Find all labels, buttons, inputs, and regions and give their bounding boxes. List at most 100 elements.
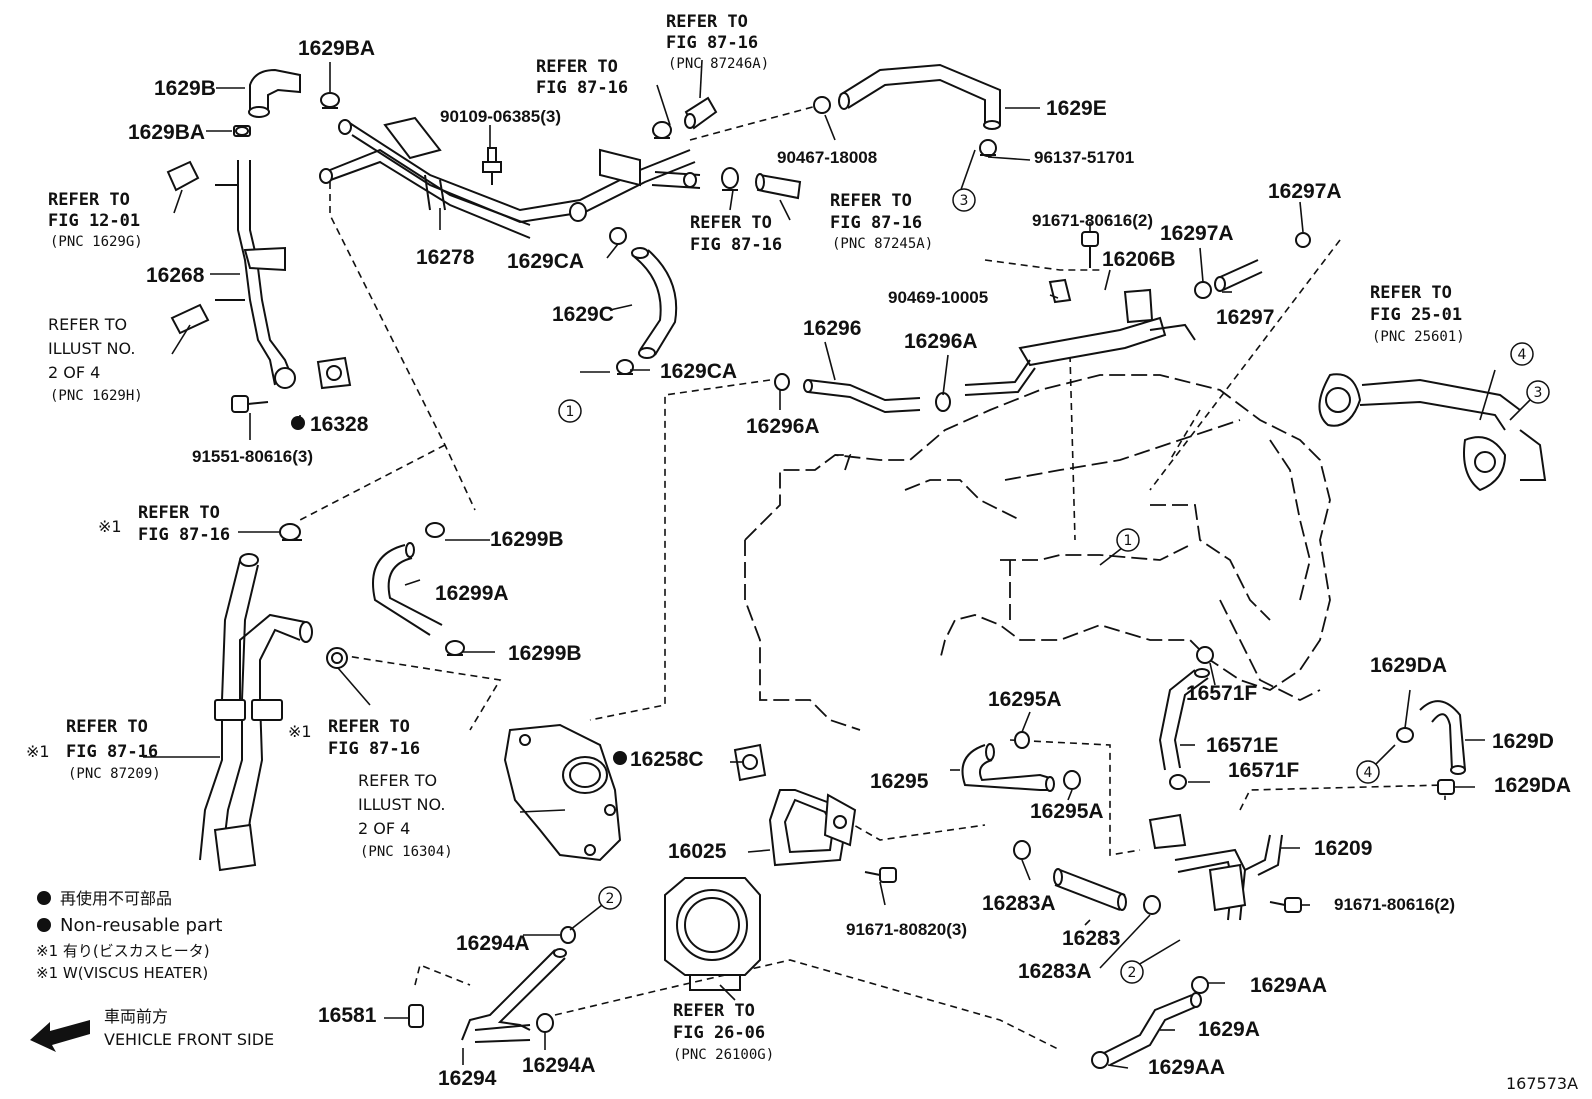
callout-16296A-l[interactable]: 16296A <box>746 415 820 438</box>
callout-16258C[interactable]: 16258C <box>630 748 704 771</box>
callout-1629DA-bot[interactable]: 1629DA <box>1494 774 1571 797</box>
callout-90469-10005[interactable]: 90469-10005 <box>888 288 988 307</box>
ref-fig87-16-b[interactable]: REFER TO FIG 87-16 <box>536 57 628 98</box>
hose-16294 <box>461 948 567 1043</box>
callout-1629BA-top[interactable]: 1629BA <box>298 37 375 60</box>
callout-16571F-2[interactable]: 16571F <box>1228 759 1299 782</box>
callout-16295A-top[interactable]: 16295A <box>988 688 1062 711</box>
callout-16297[interactable]: 16297 <box>1216 306 1274 329</box>
clamp-1629BA-left <box>233 125 251 137</box>
svg-text:REFER TO: REFER TO <box>328 717 410 737</box>
part-callouts: 1629B 1629BA 1629BA 90109-06385(3) 16278… <box>128 37 1571 1090</box>
callout-91671-80820[interactable]: 91671-80820(3) <box>846 920 967 939</box>
callout-16278[interactable]: 16278 <box>416 246 475 269</box>
callout-16283A-1[interactable]: 16283A <box>982 892 1056 915</box>
svg-text:(PNC 87245A): (PNC 87245A) <box>832 236 933 252</box>
callout-1629A[interactable]: 1629A <box>1198 1018 1260 1041</box>
callout-16297A-2[interactable]: 16297A <box>1268 180 1342 203</box>
svg-text:(PNC 87246A): (PNC 87246A) <box>668 56 769 72</box>
clamp-16295A-top <box>1014 731 1030 749</box>
ref-illust-16304[interactable]: REFER TO ILLUST NO. 2 OF 4 (PNC 16304) <box>358 771 453 860</box>
callout-96137-51701[interactable]: 96137-51701 <box>1034 148 1134 167</box>
svg-text:2 OF 4: 2 OF 4 <box>358 819 410 838</box>
callout-91551-80616[interactable]: 91551-80616(3) <box>192 447 313 466</box>
callout-1629AA-2[interactable]: 1629AA <box>1148 1056 1225 1079</box>
callout-1629AA-1[interactable]: 1629AA <box>1250 974 1327 997</box>
svg-text:4: 4 <box>1518 347 1527 363</box>
callout-90109-06385[interactable]: 90109-06385(3) <box>440 107 561 126</box>
clamp-16297A-1 <box>1194 281 1212 299</box>
legend-w-en: ※1 W(VISCUS HEATER) <box>36 964 208 982</box>
callout-1629BA-left[interactable]: 1629BA <box>128 121 205 144</box>
bolt-91671-bot <box>1269 897 1302 913</box>
callout-16206B[interactable]: 16206B <box>1102 248 1176 271</box>
svg-text:FIG 12-01: FIG 12-01 <box>48 211 140 231</box>
svg-text:(PNC 1629H): (PNC 1629H) <box>50 388 143 404</box>
callout-16299B-bot[interactable]: 16299B <box>508 642 582 665</box>
water-outlet-16304 <box>503 723 622 862</box>
callout-16296[interactable]: 16296 <box>803 317 861 340</box>
callout-91671-80616-top[interactable]: 91671-80616(2) <box>1032 211 1153 230</box>
ref-fig26-06[interactable]: REFER TO FIG 26-06 (PNC 26100G) <box>673 1001 774 1063</box>
ref-fig87-16-87245A[interactable]: REFER TO FIG 87-16 (PNC 87245A) <box>830 191 933 252</box>
circle-marker-4-top: 4 <box>1510 342 1534 366</box>
pipe-16025 <box>768 789 857 867</box>
clamp-16283A-1 <box>1013 840 1031 860</box>
ref-fig87-16-e[interactable]: ※1 REFER TO FIG 87-16 <box>98 503 230 545</box>
callout-16581[interactable]: 16581 <box>318 1004 377 1027</box>
ref-fig87-16-87209[interactable]: REFER TO ※1 FIG 87-16 (PNC 87209) <box>26 717 161 782</box>
callout-16268[interactable]: 16268 <box>146 264 205 287</box>
callout-16209[interactable]: 16209 <box>1314 837 1372 860</box>
gasket-16258C <box>733 743 767 782</box>
callout-16294A-2[interactable]: 16294A <box>522 1054 596 1077</box>
bracket-16206B <box>964 288 1196 396</box>
svg-text:ILLUST NO.: ILLUST NO. <box>358 795 445 814</box>
callout-16571F-1[interactable]: 16571F <box>1186 682 1257 705</box>
callout-1629E[interactable]: 1629E <box>1046 97 1107 120</box>
clamp-16283A-2 <box>1143 895 1161 915</box>
callout-16571E[interactable]: 16571E <box>1206 734 1278 757</box>
ref-fig25-01[interactable]: REFER TO FIG 25-01 (PNC 25601) <box>1370 283 1465 345</box>
callout-1629C[interactable]: 1629C <box>552 303 614 326</box>
callout-16294[interactable]: 16294 <box>438 1067 497 1090</box>
hose-16571E <box>1158 668 1210 771</box>
svg-text:※1: ※1 <box>26 742 50 761</box>
clamp-16294A-2 <box>536 1013 554 1033</box>
circle-marker-3-right: 3 <box>1526 380 1550 404</box>
callout-1629B[interactable]: 1629B <box>154 77 216 100</box>
callout-90467-18008[interactable]: 90467-18008 <box>777 148 877 167</box>
callout-16299A[interactable]: 16299A <box>435 582 509 605</box>
callout-1629D[interactable]: 1629D <box>1492 730 1554 753</box>
hose-87246A <box>684 96 718 130</box>
throttle-body-26100G <box>664 877 761 991</box>
ref-fig87-16-87246A[interactable]: REFER TO FIG 87-16 (PNC 87246A) <box>666 12 769 72</box>
callout-16283[interactable]: 16283 <box>1062 927 1120 950</box>
ref-fig12-01[interactable]: REFER TO FIG 12-01 (PNC 1629G) <box>48 190 143 250</box>
ref-fig87-16-c[interactable]: REFER TO FIG 87-16 <box>690 213 782 255</box>
nonreusable-dot-16258C <box>613 751 627 765</box>
callout-16328[interactable]: 16328 <box>310 413 369 436</box>
callout-91671-80616-bot[interactable]: 91671-80616(2) <box>1334 895 1455 914</box>
callout-16296A-r[interactable]: 16296A <box>904 330 978 353</box>
svg-text:FIG 87-16: FIG 87-16 <box>830 213 922 233</box>
callout-1629CA-bot[interactable]: 1629CA <box>660 360 737 383</box>
clamp-96137 <box>979 139 997 157</box>
callout-16295A-bot[interactable]: 16295A <box>1030 800 1104 823</box>
ref-fig87-16-g[interactable]: ※1 REFER TO FIG 87-16 <box>288 717 420 759</box>
svg-text:REFER TO: REFER TO <box>358 771 437 790</box>
svg-text:FIG 87-16: FIG 87-16 <box>536 78 628 98</box>
callout-16297A-1[interactable]: 16297A <box>1160 222 1234 245</box>
callout-16294A-1[interactable]: 16294A <box>456 932 530 955</box>
ref-illust-1629H[interactable]: REFER TO ILLUST NO. 2 OF 4 (PNC 1629H) <box>48 315 143 404</box>
heater-hoses-87209 <box>199 553 313 872</box>
callout-1629DA-top[interactable]: 1629DA <box>1370 654 1447 677</box>
callout-16299B-top[interactable]: 16299B <box>490 528 564 551</box>
clamp-fig87-16-g <box>326 647 348 669</box>
svg-text:REFER TO: REFER TO <box>48 190 130 210</box>
callout-16025[interactable]: 16025 <box>668 840 727 863</box>
callout-16283A-2[interactable]: 16283A <box>1018 960 1092 983</box>
svg-text:REFER TO: REFER TO <box>48 315 127 334</box>
callout-1629CA-top[interactable]: 1629CA <box>507 250 584 273</box>
svg-text:※1: ※1 <box>98 517 122 536</box>
callout-16295[interactable]: 16295 <box>870 770 929 793</box>
